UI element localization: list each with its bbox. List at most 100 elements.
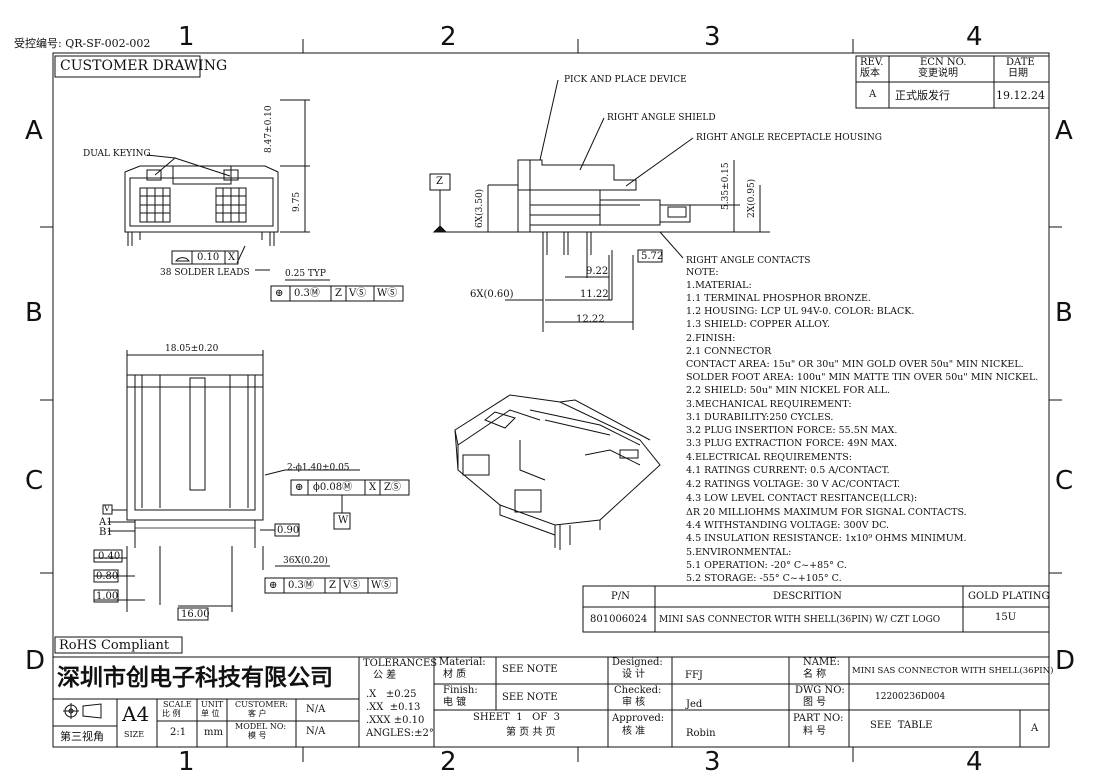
ecn-header-cn: 变更说明: [918, 68, 958, 79]
label-shield: RIGHT ANGLE SHIELD: [607, 113, 716, 123]
material-value: SEE NOTE: [502, 664, 558, 675]
size-label: SIZE: [124, 730, 145, 739]
fcf3-datum-z: Z: [329, 580, 336, 591]
finish-label: Finish:: [443, 685, 478, 696]
zone-bottom-1: 1: [178, 747, 195, 777]
datum-w: W: [338, 515, 349, 526]
designed-label: Designed:: [612, 657, 663, 668]
designed-label-cn: 设 计: [622, 669, 646, 680]
note-line: 3.2 PLUG INSERTION FORCE: 55.5N MAX.: [686, 425, 898, 436]
dim-11-22: 11.22: [580, 289, 609, 300]
note-line: 1.3 SHIELD: COPPER ALLOY.: [686, 319, 831, 330]
flatness-datum: X: [228, 252, 236, 263]
label-housing: RIGHT ANGLE RECEPTACLE HOUSING: [696, 133, 882, 143]
tolerance-line: .XXX ±0.10: [366, 715, 425, 726]
note-line: 4.5 INSULATION RESISTANCE: 1x10⁹ OHMS MI…: [686, 533, 967, 544]
dim-0-90: 0.90: [277, 525, 300, 536]
note-line: 5.ENVIRONMENTAL:: [686, 547, 792, 558]
unit-value: mm: [204, 727, 223, 738]
bottom-view: [93, 350, 410, 621]
tolerance-label-cn: 公 差: [373, 670, 397, 681]
note-line: 4.1 RATINGS CURRENT: 0.5 A/CONTACT.: [686, 465, 890, 476]
dim-0-80: 0.80: [96, 571, 119, 582]
unit-label-cn: 单 位: [201, 709, 220, 718]
note-line: 5.1 OPERATION: -20° C~+85° C.: [686, 560, 847, 571]
name-value: MINI SAS CONNECTOR WITH SHELL(36PIN): [852, 666, 1054, 676]
label-pick-and-place: PICK AND PLACE DEVICE: [564, 75, 687, 85]
zone-top-3: 3: [704, 22, 721, 52]
fcf3-datum-v: VⓈ: [343, 580, 361, 591]
note-line: 4.4 WITHSTANDING VOLTAGE: 300V DC.: [686, 520, 890, 531]
projection-label: 第三视角: [60, 730, 104, 743]
sheet-label: SHEET 1 OF 3: [473, 712, 560, 723]
finish-label-cn: 电 镀: [443, 697, 467, 708]
control-number: 受控编号: QR-SF-002-002: [14, 37, 151, 50]
model-value: N/A: [306, 726, 326, 737]
rohs-label: RoHS Compliant: [59, 638, 170, 653]
zone-top-2: 2: [440, 22, 457, 52]
zone-bottom-3: 3: [704, 747, 721, 777]
approved-label: Approved:: [612, 713, 665, 724]
gold-header: GOLD PLATING: [968, 591, 1050, 602]
flatness-value: 0.10: [197, 252, 220, 263]
dwg-value: 12200236D004: [875, 692, 946, 702]
fcf2-tolerance: ϕ0.08Ⓜ: [313, 482, 353, 493]
name-label-cn: 名 称: [803, 669, 827, 680]
rev-header-cn: 版本: [860, 68, 880, 79]
fcf1-datum-z: Z: [335, 288, 342, 299]
datum-z: Z: [436, 176, 443, 187]
position-icon: ⊕: [275, 288, 284, 299]
customer-label: CUSTOMER:: [235, 700, 288, 709]
scale-label: SCALE: [163, 700, 192, 709]
position-icon-2: ⊕: [295, 482, 304, 493]
note-line: SOLDER FOOT AREA: 100u" MIN MATTE TIN OV…: [686, 372, 1039, 383]
dim-1-00: 1.00: [96, 591, 119, 602]
note-line: 5.2 STORAGE: -55° C~+105° C.: [686, 573, 842, 584]
zone-left-a: A: [25, 116, 43, 146]
dim-16-00: 16.00: [181, 609, 210, 620]
note-line: 3.MECHANICAL REQUIREMENT:: [686, 399, 852, 410]
label-a1: A1: [99, 517, 113, 528]
dim-5-35: 5.35±0.15: [721, 162, 731, 210]
checked-value: Jed: [686, 699, 703, 710]
label-solder-leads: 38 SOLDER LEADS: [160, 268, 250, 278]
finish-value: SEE NOTE: [502, 692, 558, 703]
unit-label: UNIT: [201, 700, 224, 709]
designed-value: FFJ: [685, 670, 703, 681]
material-label-cn: 材 质: [443, 669, 467, 680]
desc-value: MINI SAS CONNECTOR WITH SHELL(36PIN) W/ …: [659, 615, 941, 625]
fcf3-tolerance: 0.3Ⓜ: [288, 580, 314, 591]
label-b1: B1: [99, 527, 113, 538]
note-line: NOTE:: [686, 267, 719, 278]
note-line: 1.2 HOUSING: LCP UL 94V-0. COLOR: BLACK.: [686, 306, 915, 317]
tolerance-line: ANGLES:±2°: [366, 728, 434, 739]
dwg-label-cn: 图 号: [803, 697, 827, 708]
position-icon-3: ⊕: [269, 580, 278, 591]
label-dual-keying: DUAL KEYING: [83, 149, 151, 159]
part-no-label: PART NO:: [793, 713, 844, 724]
rev-value: A: [869, 89, 877, 100]
customer-label-cn: 客 户: [248, 709, 267, 718]
dim-6x-0-60: 6X(0.60): [470, 289, 514, 300]
zone-left-d: D: [25, 646, 46, 676]
checked-label-cn: 审 核: [622, 697, 646, 708]
revision-letter: A: [1031, 723, 1039, 734]
fcf1-datum-v: VⓈ: [349, 288, 367, 299]
customer-value: N/A: [306, 704, 326, 715]
tolerance-label: TOLERANCES: [363, 658, 438, 669]
tolerance-line: .XX ±0.13: [366, 702, 421, 713]
fcf1-datum-w: WⓈ: [377, 288, 398, 299]
dim-6x-3-50: 6X(3.50): [475, 188, 485, 228]
fcf1-tolerance: 0.3Ⓜ: [294, 288, 320, 299]
dim-36x-0-20: 36X(0.20): [283, 556, 328, 566]
zone-left-c: C: [25, 466, 44, 496]
dim-5-72: 5.72: [641, 251, 664, 262]
pn-header: P/N: [611, 591, 630, 602]
dim-hole: 2-ϕ1.40±0.05: [287, 463, 350, 473]
fcf2-datum-z: ZⓈ: [384, 482, 401, 493]
rev-header: REV.: [860, 57, 884, 68]
note-line: 3.3 PLUG EXTRACTION FORCE: 49N MAX.: [686, 438, 898, 449]
fcf2-datum-x: X: [369, 482, 377, 493]
label-contacts: RIGHT ANGLE CONTACTS: [686, 256, 811, 266]
